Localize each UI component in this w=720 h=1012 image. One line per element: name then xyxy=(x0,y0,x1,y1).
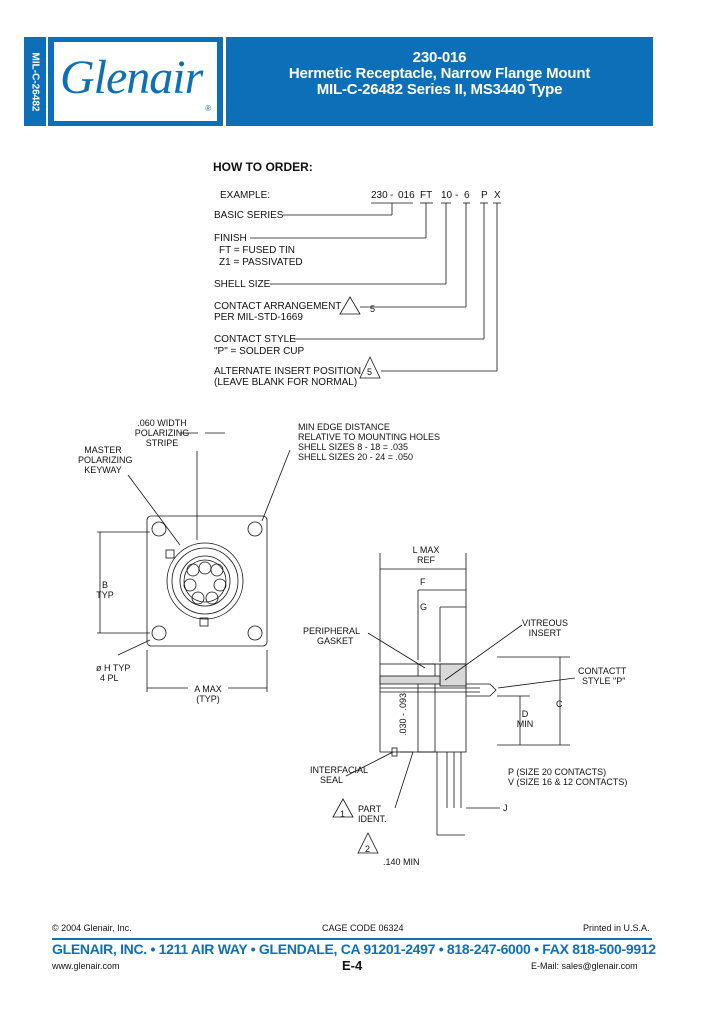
page-number: E-4 xyxy=(342,958,363,973)
example-part-basic: 230 xyxy=(371,190,388,201)
note-1-triangle: 1 xyxy=(340,809,346,819)
g-label: G xyxy=(420,602,428,612)
printed-in: Printed in U.S.A. xyxy=(583,923,650,933)
alt-insert-label: ALTERNATE INSERT POSITION xyxy=(214,366,362,377)
logo-text: Glenair xyxy=(60,51,203,104)
p-size-label: P (SIZE 20 CONTACTS) xyxy=(508,767,607,777)
example-part-arrangement: 6 xyxy=(464,190,470,201)
alt-insert-note: (LEAVE BLANK FOR NORMAL) xyxy=(214,377,358,388)
title-block: 230-016 Hermetic Receptacle, Narrow Flan… xyxy=(226,37,653,126)
glenair-logo: Glenair ® xyxy=(48,37,223,126)
finish-ft: FT = FUSED TIN xyxy=(219,245,296,256)
note-2-triangle: 2 xyxy=(365,844,371,854)
cage-code: CAGE CODE 06324 xyxy=(322,923,404,933)
finish-label: FINISH xyxy=(214,233,247,244)
min-140-label: .140 MIN xyxy=(383,857,420,867)
shell-size-label: SHELL SIZE xyxy=(214,279,271,290)
website-link[interactable]: www.glenair.com xyxy=(52,961,120,971)
finish-z1: Z1 = PASSIVATED xyxy=(219,257,303,268)
note-5-insert: 5 xyxy=(367,367,373,377)
example-part-dash2: - xyxy=(455,190,459,201)
note-5-arrangement: 5 xyxy=(370,304,376,314)
company-address: GLENAIR, INC. • 1211 AIR WAY • GLENDALE,… xyxy=(52,941,656,957)
copyright: © 2004 Glenair, Inc. xyxy=(52,923,132,933)
example-part-finish: FT xyxy=(420,190,433,201)
f-label: F xyxy=(420,577,426,587)
footer-rule xyxy=(52,938,652,940)
side-tab: MIL-C-26482 xyxy=(24,37,46,126)
j-label: J xyxy=(503,803,508,813)
c-label: C xyxy=(556,699,563,709)
email-link[interactable]: E-Mail: sales@glenair.com xyxy=(531,961,638,971)
thickness-label: .030 - .093 xyxy=(398,692,408,736)
example-part-dash1: - xyxy=(390,190,394,201)
contact-style-label: CONTACT STYLE xyxy=(214,334,296,345)
contact-style-p: "P" = SOLDER CUP xyxy=(214,346,305,357)
title-line-2: MIL-C-26482 Series II, MS3440 Type xyxy=(316,81,563,98)
a-max-label: A MAX(TYP) xyxy=(194,684,222,704)
example-part-shell: 10 xyxy=(441,190,453,201)
contact-arrangement-label: CONTACT ARRANGEMENT xyxy=(214,301,342,312)
example-label: EXAMPLE: xyxy=(220,190,271,201)
part-number: 230-016 xyxy=(412,49,467,66)
contact-arrangement-std: PER MIL-STD-1669 xyxy=(214,312,303,323)
logo-registered-mark: ® xyxy=(205,104,211,113)
v-size-label: V (SIZE 16 & 12 CONTACTS) xyxy=(508,777,628,787)
example-part-insert: X xyxy=(494,190,501,201)
example-part-series: 016 xyxy=(398,190,415,201)
title-line-1: Hermetic Receptacle, Narrow Flange Mount xyxy=(288,65,591,82)
example-part-contact: P xyxy=(481,190,488,201)
basic-series-label: BASIC SERIES xyxy=(214,210,284,221)
how-to-order-heading: HOW TO ORDER: xyxy=(213,160,313,174)
